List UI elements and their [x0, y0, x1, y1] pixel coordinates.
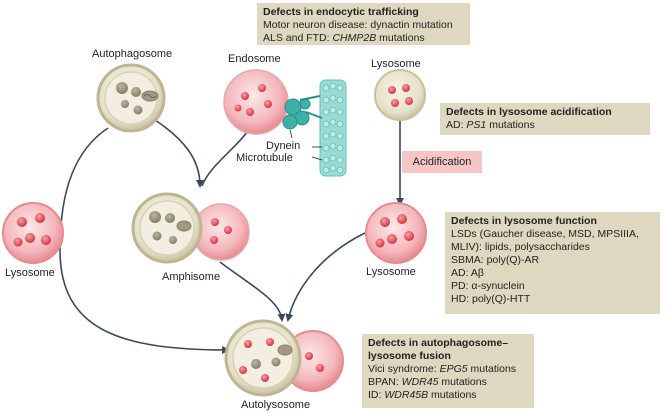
- function-line-6: HD: poly(Q)-HTT: [451, 293, 531, 305]
- arrow-autophagosome-to-amphisome: [154, 119, 204, 188]
- function-box-title: Defects in lysosome function: [451, 215, 597, 227]
- lysosome-function-box: Defects in lysosome function LSDs (Gauch…: [445, 212, 660, 314]
- arrow-autophagosome-to-autolysosome: [59, 127, 230, 354]
- acidification-tag: Acidification: [402, 151, 482, 173]
- lysosome-right-label: Lysosome: [366, 266, 416, 278]
- endocytic-line-2: ALS and FTD: CHMP2B mutations: [263, 32, 425, 44]
- fusion-box-title-2: lysosome fusion: [368, 350, 451, 362]
- fusion-line-2: BPAN: WDR45 mutations: [368, 376, 487, 388]
- dynein-motor: [282, 95, 323, 130]
- acidification-line-1: AD: PS1 mutations: [446, 119, 535, 131]
- endosome-label: Endosome: [228, 53, 281, 65]
- function-line-3: SBMA: poly(Q)-AR: [451, 254, 540, 266]
- lysosome-left-label: Lysosome: [5, 267, 55, 279]
- function-line-5: PD: α-synuclein: [451, 280, 525, 292]
- lysosome-top-label: Lysosome: [371, 58, 421, 70]
- function-line-1: LSDs (Gaucher disease, MSD, MPSIIIA,: [451, 228, 639, 240]
- autolysosome-label: Autolysosome: [241, 399, 311, 411]
- endocytic-box-title: Defects in endocytic trafficking: [263, 6, 419, 18]
- arrow-endosome-to-amphisome: [201, 127, 251, 187]
- autophagosome-vesicle: [96, 63, 166, 133]
- dynein-label: Dynein: [266, 140, 301, 152]
- function-line-4: AD: Aβ: [451, 267, 484, 279]
- endosome-vesicle: [223, 69, 289, 135]
- endocytic-line-1: Motor neuron disease: dynactin mutation: [263, 19, 453, 31]
- fusion-defects-box: Defects in autophagosome– lysosome fusio…: [362, 334, 534, 408]
- lysosome-left-vesicle: [2, 202, 64, 264]
- lysosome-top-vesicle: [374, 69, 426, 121]
- arrow-amphisome-to-autolysosome: [219, 261, 286, 322]
- autolysosome-vesicle: [224, 319, 344, 397]
- amphisome-vesicle: [131, 192, 250, 264]
- microtubule-label: Microtubule: [236, 152, 293, 164]
- fusion-line-1: Vici syndrome: EPG5 mutations: [368, 363, 517, 375]
- lysosome-right-vesicle: [365, 202, 427, 264]
- acidification-defects-box: Defects in lysosome acidification AD: PS…: [440, 103, 650, 135]
- function-line-2: MLIV): lipids, polysaccharides: [451, 241, 590, 253]
- microtubule-filament: [319, 79, 347, 177]
- acidification-box-title: Defects in lysosome acidification: [446, 106, 612, 118]
- pathway-arrows: [59, 118, 404, 354]
- fusion-box-title-1: Defects in autophagosome–: [368, 337, 509, 349]
- callout-lines: [289, 129, 323, 161]
- fusion-line-3: ID: WDR45B mutations: [368, 389, 477, 401]
- arrow-lysosome-to-autolysosome: [285, 232, 366, 322]
- endocytic-trafficking-box: Defects in endocytic trafficking Motor n…: [257, 3, 470, 45]
- amphisome-label: Amphisome: [162, 271, 221, 283]
- autophagosome-label: Autophagosome: [92, 48, 173, 60]
